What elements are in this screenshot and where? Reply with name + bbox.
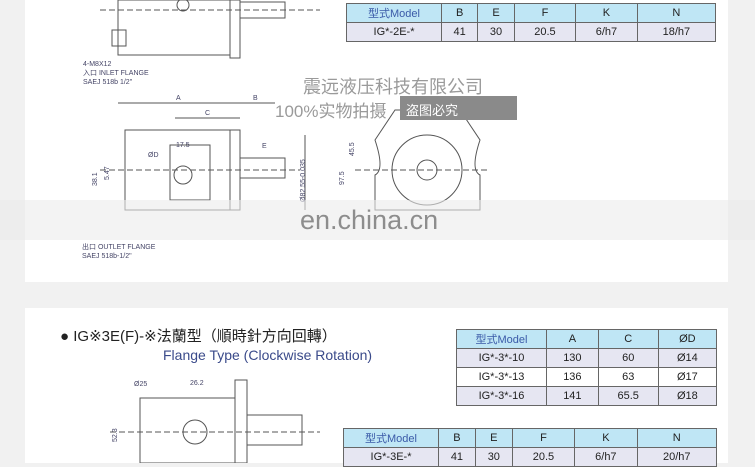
watermark-photo: 100%实物拍摄 <box>275 102 387 121</box>
outlet-flange-label: 出口 OUTLET FLANGE SAEJ 518b-1/2" <box>82 243 155 261</box>
header-c: C <box>597 329 659 349</box>
inlet-bolt-spec: 4-M8X12 <box>83 61 112 68</box>
cell: 18/h7 <box>636 22 717 42</box>
dim-45-5: 45.5 <box>349 142 356 156</box>
table-row: IG*-3E-* 41 30 20.5 6/h7 20/h7 <box>343 447 718 467</box>
inlet-flange-standard: SAEJ 518b 1/2" <box>83 79 133 86</box>
header-e: E <box>477 3 515 23</box>
inlet-flange-label: 4-M8X12 入口 INLET FLANGE SAEJ 518b 1/2" <box>83 60 149 87</box>
header-model: 型式Model <box>343 428 439 448</box>
watermark-site: en.china.cn <box>300 205 439 235</box>
dim-38-1: 38.1 <box>92 172 99 186</box>
table-row: IG*-2E-* 41 30 20.5 6/h7 18/h7 <box>346 22 717 42</box>
inlet-flange-name: 入口 INLET FLANGE <box>83 70 149 77</box>
table-header: 型式Model B E F K N <box>343 428 718 448</box>
section-title: ● IG※3E(F)-※法蘭型（順時針方向回轉） <box>60 328 337 345</box>
dim-b: B <box>253 95 258 102</box>
cell: 20/h7 <box>636 447 718 467</box>
cell: 65.5 <box>597 386 659 406</box>
cell: 41 <box>438 447 476 467</box>
cell: 60 <box>597 348 659 368</box>
header-od: ØD <box>657 329 718 349</box>
dim-a: A <box>176 95 181 102</box>
side-view-2e <box>100 0 320 59</box>
header-k: K <box>574 428 638 448</box>
header-b: B <box>438 428 476 448</box>
end-view <box>355 109 490 211</box>
table-header: 型式Model A C ØD <box>456 329 718 349</box>
cell: 30 <box>474 447 513 467</box>
cell: 20.5 <box>511 447 576 467</box>
cell: 63 <box>597 367 659 387</box>
dim-od: ØD <box>148 152 159 159</box>
dim-5-47: 5.47 <box>104 166 111 180</box>
header-b: B <box>440 3 479 23</box>
cell: 136 <box>546 367 599 387</box>
outlet-flange-name: 出口 OUTLET FLANGE <box>82 244 156 251</box>
table-header: 型式Model B E F K N <box>346 3 717 23</box>
header-n: N <box>636 3 717 23</box>
table-3e-dimensions: 型式Model B E F K N IG*-3E-* 41 30 20.5 6/… <box>343 428 718 467</box>
cell: 6/h7 <box>574 447 638 467</box>
front-view <box>100 102 306 211</box>
cell: IG*-3E-* <box>343 447 439 467</box>
header-model: 型式Model <box>346 3 442 23</box>
cell: Ø17 <box>657 367 718 387</box>
cell: 30 <box>477 22 515 42</box>
cell: 6/h7 <box>575 22 638 42</box>
header-n: N <box>636 428 718 448</box>
dim-od-82-55: Ø82.55-0.035 <box>300 159 307 202</box>
cell: 20.5 <box>513 22 577 42</box>
dim-c: C <box>205 110 211 117</box>
dim-17-5: 17.5 <box>176 142 190 149</box>
header-k: K <box>575 3 638 23</box>
section-subtitle: Flange Type (Clockwise Rotation) <box>163 347 373 363</box>
cell: 41 <box>440 22 479 42</box>
dim-52-3: 52.3 <box>112 428 119 442</box>
cell: 141 <box>546 386 599 406</box>
header-a: A <box>546 329 599 349</box>
cell: 130 <box>546 348 599 368</box>
header-f: F <box>511 428 576 448</box>
cell: IG*-3*-13 <box>456 367 547 387</box>
watermark-warning: 盗图必究 <box>400 96 517 120</box>
dim-o25: Ø25 <box>134 381 148 388</box>
dim-26-2: 26.2 <box>190 380 204 387</box>
outlet-flange-standard: SAEJ 518b-1/2" <box>82 253 132 260</box>
dim-97-5: 97.5 <box>339 171 346 185</box>
watermark-company: 震远液压科技有限公司 <box>303 77 483 97</box>
side-view-3e <box>110 379 320 463</box>
table-2e-dimensions: 型式Model B E F K N IG*-2E-* 41 30 20.5 6/… <box>346 3 717 42</box>
cell: IG*-2E-* <box>346 22 442 42</box>
header-model: 型式Model <box>456 329 547 349</box>
cell: Ø14 <box>657 348 718 368</box>
watermark-band <box>0 200 755 240</box>
cell: IG*-3*-10 <box>456 348 547 368</box>
dim-e: E <box>262 143 267 150</box>
header-f: F <box>513 3 577 23</box>
cell: IG*-3*-16 <box>456 386 547 406</box>
header-e: E <box>474 428 513 448</box>
cell: Ø18 <box>657 386 718 406</box>
